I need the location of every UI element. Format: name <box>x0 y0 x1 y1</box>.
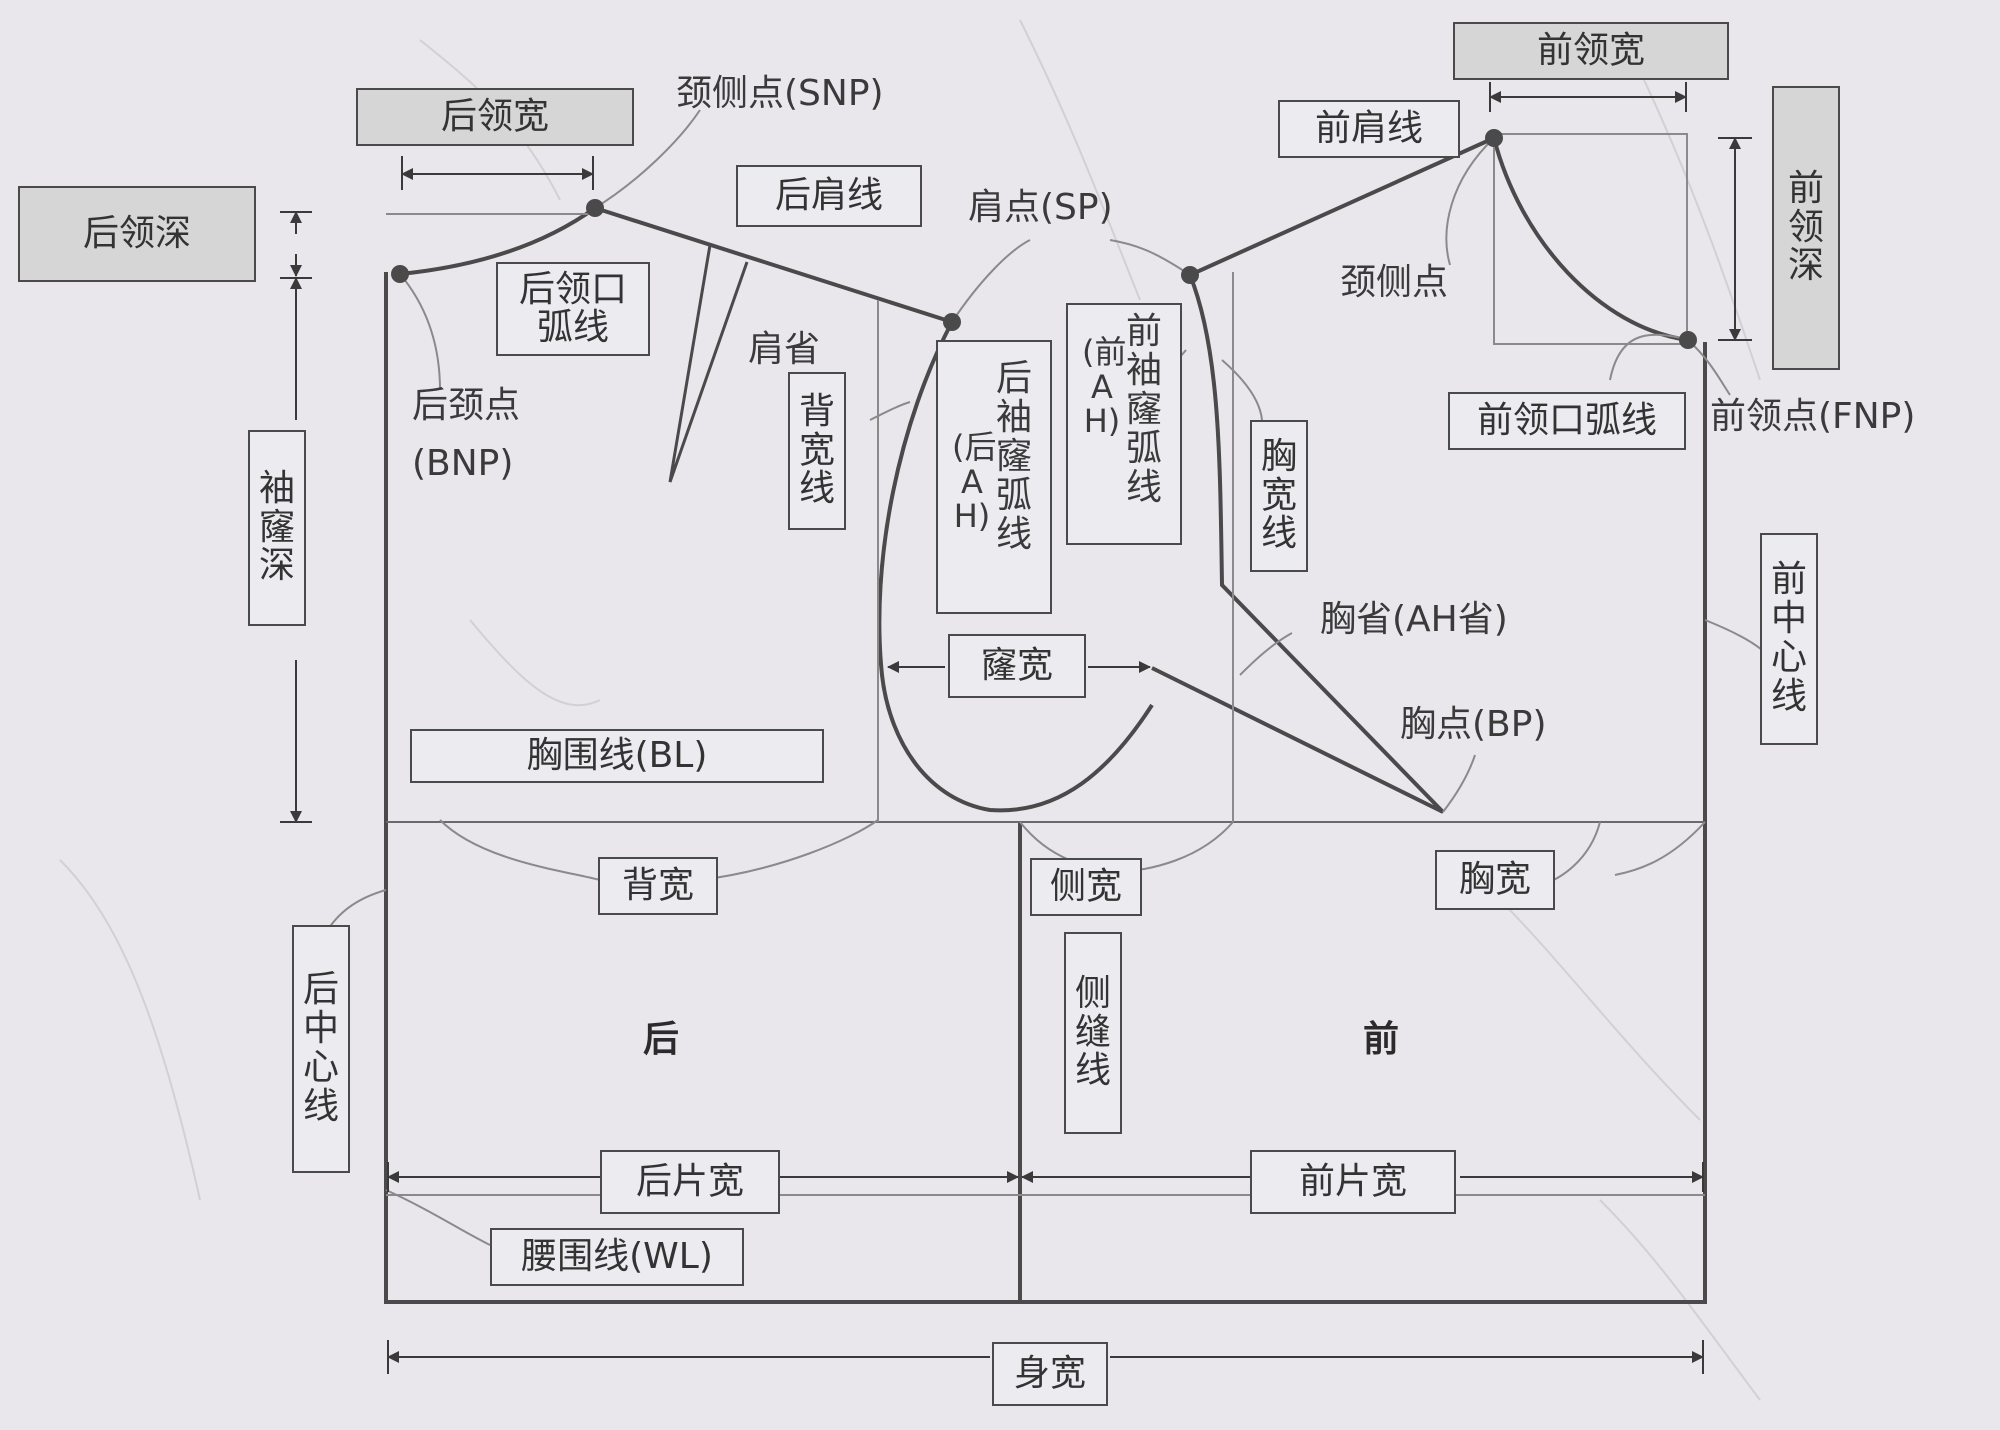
back-panel-title: 后 <box>643 1019 680 1060</box>
shoulder-dart-line <box>668 244 749 483</box>
back-shoulder-line <box>594 206 953 324</box>
front-neckline-label: 前领口弧线 <box>1448 392 1686 450</box>
sp-front-dot <box>1181 266 1199 284</box>
bnp-cn-label: 后颈点 <box>412 385 521 426</box>
front-center-line-label: 前中心线 <box>1760 533 1818 745</box>
bnp-dot <box>391 265 409 283</box>
bust-dart-label: 胸省(AH省) <box>1320 599 1508 640</box>
back-armhole-text: 后袖窿弧线 <box>995 358 1032 555</box>
key-points <box>391 129 1697 349</box>
bnp-en-label: (BNP) <box>412 443 514 484</box>
sp-back-dot <box>943 313 961 331</box>
chest-width-line-label: 胸宽线 <box>1250 420 1308 572</box>
front-neckline-curve <box>1492 137 1689 342</box>
back-width-label: 背宽 <box>598 857 718 915</box>
front-armhole-curve <box>1151 274 1445 814</box>
chest-width-label: 胸宽 <box>1435 850 1555 910</box>
front-shoulder-line <box>1189 136 1495 277</box>
tick-marks <box>280 82 1752 1374</box>
front-neck-width-label: 前领宽 <box>1453 22 1729 80</box>
shoulder-dart-label: 肩省 <box>748 329 821 370</box>
back-neckline-label: 后领口弧线 <box>496 262 650 356</box>
back-panel-width-label: 后片宽 <box>600 1150 780 1214</box>
front-ah-text: (前AH) <box>1082 333 1127 441</box>
front-panel-width-label: 前片宽 <box>1250 1150 1456 1214</box>
back-ah-text: (后AH) <box>952 428 997 536</box>
shoulder-point-label: 肩点(SP) <box>968 187 1113 228</box>
front-snp-dot <box>1485 129 1503 147</box>
snp-label: 颈侧点(SNP) <box>676 73 884 114</box>
back-center-line-label: 后中心线 <box>292 925 350 1173</box>
front-panel-title: 前 <box>1363 1019 1400 1060</box>
back-width-line-label: 背宽线 <box>788 372 846 530</box>
armhole-depth-label: 袖窿深 <box>248 430 306 626</box>
back-neckline-curve <box>399 206 597 276</box>
fnp-label: 前领点(FNP) <box>1710 396 1916 437</box>
bust-line-label: 胸围线(BL) <box>410 729 824 783</box>
front-shoulder-line-label: 前肩线 <box>1278 100 1460 158</box>
front-neck-depth-label: 前领深 <box>1772 86 1840 370</box>
back-armhole-label: (后AH) 后袖窿弧线 <box>936 340 1052 614</box>
waist-line-label: 腰围线(WL) <box>490 1228 744 1286</box>
front-armhole-label: (前AH) 前袖窿弧线 <box>1066 303 1182 545</box>
body-width-label: 身宽 <box>992 1342 1108 1406</box>
bust-point-label: 胸点(BP) <box>1400 704 1547 745</box>
back-neck-width-label: 后领宽 <box>356 88 634 146</box>
side-width-label: 侧宽 <box>1030 858 1142 916</box>
back-armhole-curve <box>877 321 1154 813</box>
body-outline <box>384 136 1707 1304</box>
dimension-arrows <box>290 91 1741 1363</box>
front-armhole-text: 前袖窿弧线 <box>1125 311 1162 508</box>
fnp-dot <box>1679 331 1697 349</box>
neck-side-point-label: 颈侧点 <box>1340 262 1449 303</box>
snp-dot <box>586 199 604 217</box>
side-seam-label: 侧缝线 <box>1064 932 1122 1134</box>
back-neck-depth-label: 后领深 <box>18 186 256 282</box>
back-shoulder-line-label: 后肩线 <box>736 165 922 227</box>
armhole-width-label: 窿宽 <box>948 634 1086 698</box>
